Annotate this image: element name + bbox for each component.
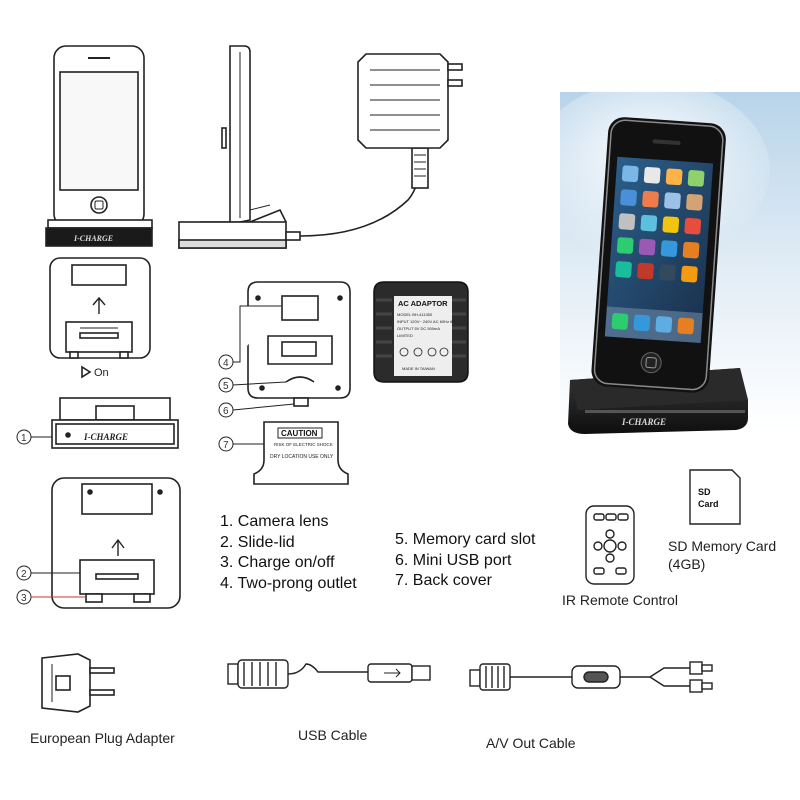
caution-title: CAUTION [281, 429, 318, 438]
side-view-dock [178, 45, 301, 249]
plug-caption: European Plug Adapter [30, 730, 175, 746]
av-cable [469, 661, 713, 693]
power-cable [299, 147, 429, 237]
sd-caption-line2: (4GB) [668, 556, 706, 572]
sd-label-2: Card [698, 499, 719, 509]
callout-5-label: 5 [223, 381, 229, 392]
product-photo: I-CHARGE [530, 80, 800, 434]
dock-front-lens [51, 397, 179, 449]
legend-item-6: 6. Mini USB port [395, 551, 512, 569]
lens-dock-brand: I-CHARGE [83, 432, 128, 442]
adaptor-line-0: MODEL BH-411350 [397, 312, 433, 317]
caution-line2: DRY LOCATION USE ONLY [270, 454, 334, 460]
usb-cable [227, 659, 431, 689]
european-plug [41, 653, 115, 713]
adaptor-line-1: INPUT 120V~ 240V AC 60Hz 6W [397, 319, 456, 324]
certification-marks [399, 347, 449, 357]
top-view-dock [49, 257, 151, 379]
app-icons [604, 165, 705, 344]
home-button-photo [640, 352, 662, 374]
callout-1-label: 1 [21, 433, 27, 444]
legend-left: 1. Camera lens 2. Slide-lid 3. Charge on… [220, 512, 357, 594]
sd-label-1: SD [698, 487, 711, 497]
caution-line1: RISK OF ELECTRIC SHOCK [274, 442, 333, 447]
legend-item-2: 2. Slide-lid [220, 533, 295, 551]
ac-adaptor-drawing [357, 53, 463, 149]
callout-2-label: 2 [21, 569, 27, 580]
ir-remote [585, 505, 635, 585]
legend-item-4: 4. Two-prong outlet [220, 574, 357, 592]
caution-box [277, 427, 323, 439]
legend-right: 5. Memory card slot 6. Mini USB port 7. … [395, 530, 535, 592]
usb-caption: USB Cable [298, 727, 368, 743]
remote-caption: IR Remote Control [562, 592, 678, 608]
legend-item-5: 5. Memory card slot [395, 531, 536, 548]
sd-card [689, 469, 741, 525]
legend-item-1: 1. Camera lens [220, 513, 329, 530]
sd-caption-line1: SD Memory Card [668, 538, 777, 554]
ac-adaptor-label-view [373, 281, 469, 383]
av-caption: A/V Out Cable [486, 735, 576, 751]
callouts [16, 305, 295, 605]
adaptor-footer: MADE IN TAIWAN [402, 366, 435, 371]
on-label: On [94, 367, 109, 379]
legend-item-7: 7. Back cover [395, 572, 492, 589]
front-view-dock [45, 45, 153, 247]
callout-4-label: 4 [223, 358, 229, 369]
dock-brand-photo: I-CHARGE [621, 417, 666, 427]
callout-3-label: 3 [21, 593, 27, 604]
adaptor-line-2: OUTPUT 5V DC 500mA [397, 326, 440, 331]
legend-item-3: 3. Charge on/off [220, 554, 335, 571]
phone-photo [591, 117, 726, 393]
adaptor-line-3: LIMITED [397, 333, 413, 338]
callout-7-label: 7 [223, 440, 229, 451]
bottom-view-dock [51, 477, 181, 609]
callout-6-label: 6 [223, 406, 229, 417]
front-dock-brand: I-CHARGE [73, 234, 113, 243]
adaptor-title: AC ADAPTOR [398, 299, 448, 308]
